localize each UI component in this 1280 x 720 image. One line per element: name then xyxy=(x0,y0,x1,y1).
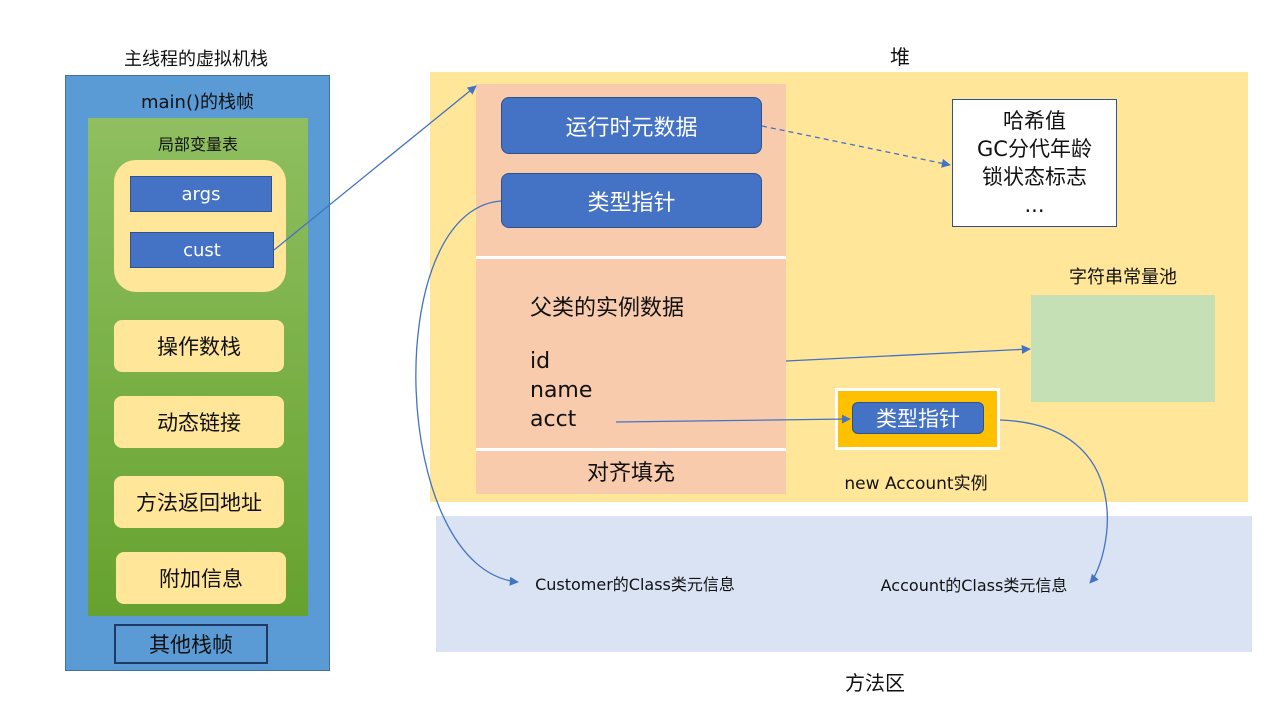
account-meta-line1: Account的Class类 xyxy=(880,576,1020,595)
method-area-title: 方法区 xyxy=(845,670,905,695)
customer-class-meta: Customer的Class类 元信息 xyxy=(518,542,752,624)
var-cust: cust xyxy=(130,232,274,268)
account-type-pointer: 类型指针 xyxy=(852,402,984,434)
type-pointer: 类型指针 xyxy=(501,173,762,228)
account-class-meta: Account的Class类 元信息 xyxy=(858,543,1090,625)
parent-instance-data: 父类的实例数据 xyxy=(530,296,685,321)
stack-title: 主线程的虚拟机栈 xyxy=(124,49,268,70)
arrow-fields-to-string-pool xyxy=(785,344,1031,362)
operand-stack: 操作数栈 xyxy=(114,320,284,372)
account-meta-line2: 元信息 xyxy=(1019,576,1068,595)
runtime-metadata: 运行时元数据 xyxy=(501,97,762,154)
field-id: id xyxy=(530,349,551,374)
method-area xyxy=(436,516,1252,652)
customer-meta-line1: Customer的Class类 xyxy=(535,575,687,594)
field-name: name xyxy=(530,378,593,403)
arrow-runtime-meta-to-markword xyxy=(761,125,951,168)
mark-word-hash: 哈希值 xyxy=(1003,109,1066,133)
var-args: args xyxy=(130,176,272,212)
other-frames: 其他栈帧 xyxy=(114,624,268,664)
field-acct: acct xyxy=(530,407,577,432)
account-instance-label: new Account实例 xyxy=(844,473,988,494)
string-pool-title: 字符串常量池 xyxy=(1069,267,1177,288)
mark-word-box: 哈希值 GC分代年龄 锁状态标志 ... xyxy=(952,99,1117,227)
dynamic-linking: 动态链接 xyxy=(114,396,284,448)
extra-info: 附加信息 xyxy=(116,552,286,604)
alignment-padding: 对齐填充 xyxy=(586,461,675,486)
object-header-divider xyxy=(476,256,786,259)
frame-title: main()的栈帧 xyxy=(140,92,255,113)
arrow-acct-to-account-instance xyxy=(615,414,851,424)
mark-word-lock: 锁状态标志 xyxy=(982,165,1087,189)
arrow-type-pointer-to-customer-meta xyxy=(415,200,519,586)
mark-word-ellipsis: ... xyxy=(1024,193,1045,217)
mark-word-gc-age: GC分代年龄 xyxy=(977,137,1092,161)
customer-meta-line2: 元信息 xyxy=(686,575,735,594)
arrow-account-ptr-to-account-meta xyxy=(999,419,1108,584)
object-padding-divider xyxy=(476,448,786,451)
string-pool xyxy=(1031,295,1215,402)
return-address: 方法返回地址 xyxy=(114,476,284,528)
heap-title: 堆 xyxy=(890,44,910,69)
local-variable-table-title: 局部变量表 xyxy=(157,135,238,154)
arrow-cust-to-object xyxy=(273,85,477,251)
